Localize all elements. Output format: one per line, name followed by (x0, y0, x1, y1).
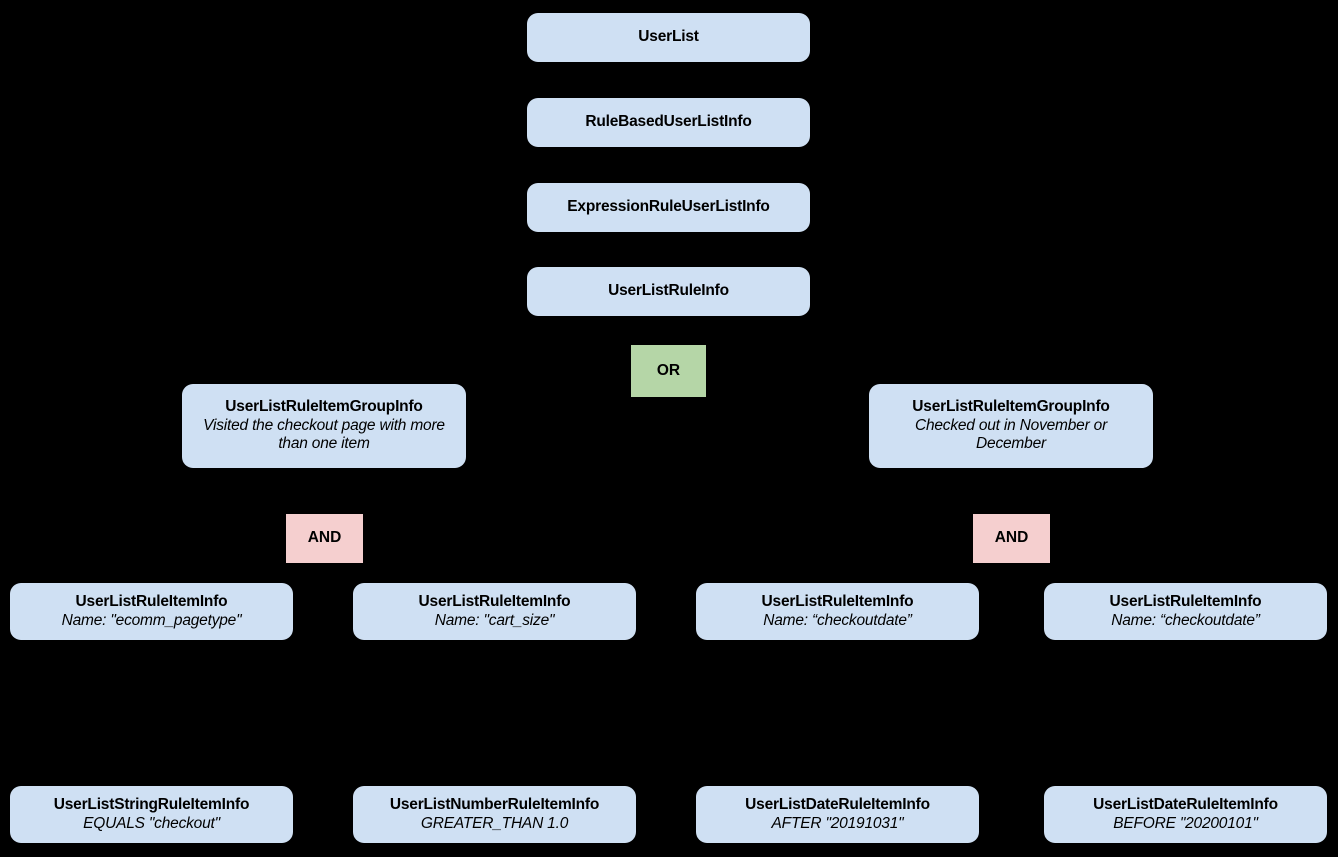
operator-label: AND (307, 529, 342, 547)
node-leaf-date-after[interactable]: UserListDateRuleItemInfo AFTER "20191031… (696, 786, 979, 843)
node-subtitle: Name: “checkoutdate” (763, 611, 912, 629)
node-title: RuleBasedUserListInfo (585, 113, 752, 131)
node-ruleitem-cart-size[interactable]: UserListRuleItemInfo Name: "cart_size" (353, 583, 636, 640)
node-leaf-string-equals-checkout[interactable]: UserListStringRuleItemInfo EQUALS "check… (10, 786, 293, 843)
node-userlistruleinfo[interactable]: UserListRuleInfo (527, 267, 810, 316)
node-leaf-date-before[interactable]: UserListDateRuleItemInfo BEFORE "2020010… (1044, 786, 1327, 843)
operator-label: OR (656, 361, 681, 379)
node-subtitle: Name: "ecomm_pagetype" (61, 611, 242, 629)
node-title: UserListRuleItemInfo (1109, 592, 1262, 610)
node-title: UserListRuleItemGroupInfo (225, 397, 423, 415)
node-userlist[interactable]: UserList (527, 13, 810, 62)
node-title: UserListNumberRuleItemInfo (389, 795, 600, 813)
node-title: UserListStringRuleItemInfo (53, 795, 250, 813)
node-title: ExpressionRuleUserListInfo (567, 198, 770, 216)
node-group-right[interactable]: UserListRuleItemGroupInfo Checked out in… (869, 384, 1153, 468)
node-subtitle: GREATER_THAN 1.0 (420, 814, 569, 832)
node-title: UserList (638, 28, 699, 46)
node-subtitle: Visited the checkout page with more than… (203, 416, 445, 453)
node-ruleitem-checkoutdate-before[interactable]: UserListRuleItemInfo Name: “checkoutdate… (1044, 583, 1327, 640)
node-leaf-number-greater-than[interactable]: UserListNumberRuleItemInfo GREATER_THAN … (353, 786, 636, 843)
operator-and-left[interactable]: AND (286, 514, 363, 563)
node-subtitle: EQUALS "checkout" (83, 814, 220, 832)
node-title: UserListRuleInfo (608, 282, 729, 300)
operator-or[interactable]: OR (631, 345, 706, 397)
node-title: UserListDateRuleItemInfo (745, 795, 930, 813)
node-subtitle: Checked out in November or December (914, 416, 1108, 453)
node-expressionruleuserlistinfo[interactable]: ExpressionRuleUserListInfo (527, 183, 810, 232)
node-title: UserListDateRuleItemInfo (1093, 795, 1278, 813)
node-title: UserListRuleItemInfo (418, 592, 571, 610)
node-subtitle: AFTER "20191031" (771, 814, 904, 832)
node-ruleitem-checkoutdate-after[interactable]: UserListRuleItemInfo Name: “checkoutdate… (696, 583, 979, 640)
node-title: UserListRuleItemGroupInfo (912, 397, 1110, 415)
node-title: UserListRuleItemInfo (75, 592, 228, 610)
operator-and-right[interactable]: AND (973, 514, 1050, 563)
node-group-left[interactable]: UserListRuleItemGroupInfo Visited the ch… (182, 384, 466, 468)
node-subtitle: Name: “checkoutdate” (1111, 611, 1260, 629)
operator-label: AND (994, 529, 1029, 547)
node-title: UserListRuleItemInfo (761, 592, 914, 610)
node-ruleitem-ecomm-pagetype[interactable]: UserListRuleItemInfo Name: "ecomm_pagety… (10, 583, 293, 640)
node-rulebaseduserlistinfo[interactable]: RuleBasedUserListInfo (527, 98, 810, 147)
node-subtitle: Name: "cart_size" (434, 611, 555, 629)
node-subtitle: BEFORE "20200101" (1113, 814, 1258, 832)
